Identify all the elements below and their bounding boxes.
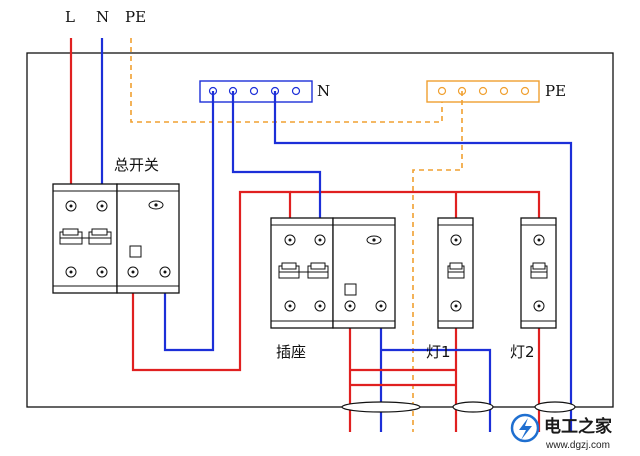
incoming-earth-wire [130, 38, 443, 123]
lamp2-cable-bundle [534, 401, 576, 413]
socket-neutral-feed [231, 91, 322, 218]
label-N: N [96, 8, 109, 26]
lamp1-breaker [437, 217, 474, 329]
socket-earth-outgoing [412, 91, 463, 432]
main-switch-breaker [52, 183, 118, 294]
main-switch-rcd-module [116, 183, 180, 294]
main-neutral-output-wire [163, 91, 215, 352]
lamp2-label: 灯2 [510, 343, 535, 361]
watermark-url: www.dgzj.com [545, 440, 610, 451]
earth-bar-label: PE [545, 82, 566, 100]
lamp1-cable-bundle [452, 401, 494, 413]
main-switch-label: 总开关 [114, 156, 159, 174]
neutral-terminal-screws [208, 86, 301, 96]
label-PE: PE [125, 8, 146, 26]
label-L: L [65, 8, 75, 26]
enclosure-frame [26, 52, 614, 408]
socket-label: 插座 [276, 343, 306, 361]
neutral-bar-label: N [317, 82, 330, 100]
lamp2-breaker [520, 217, 557, 329]
watermark: 电工之家 www.dgzj.com [510, 413, 612, 451]
socket-breaker [270, 217, 334, 329]
live-distribution-wire [290, 190, 541, 218]
socket-rcd-module [332, 217, 396, 329]
socket-cable-bundle [341, 401, 421, 413]
lamp1-label: 灯1 [426, 343, 451, 361]
main-live-output-wire [131, 190, 292, 372]
watermark-name: 电工之家 [544, 416, 612, 437]
lamp-neutral-outgoing [273, 91, 573, 432]
lamp1-neutral-outgoing [381, 348, 492, 432]
lightning-bolt-icon [519, 418, 532, 440]
